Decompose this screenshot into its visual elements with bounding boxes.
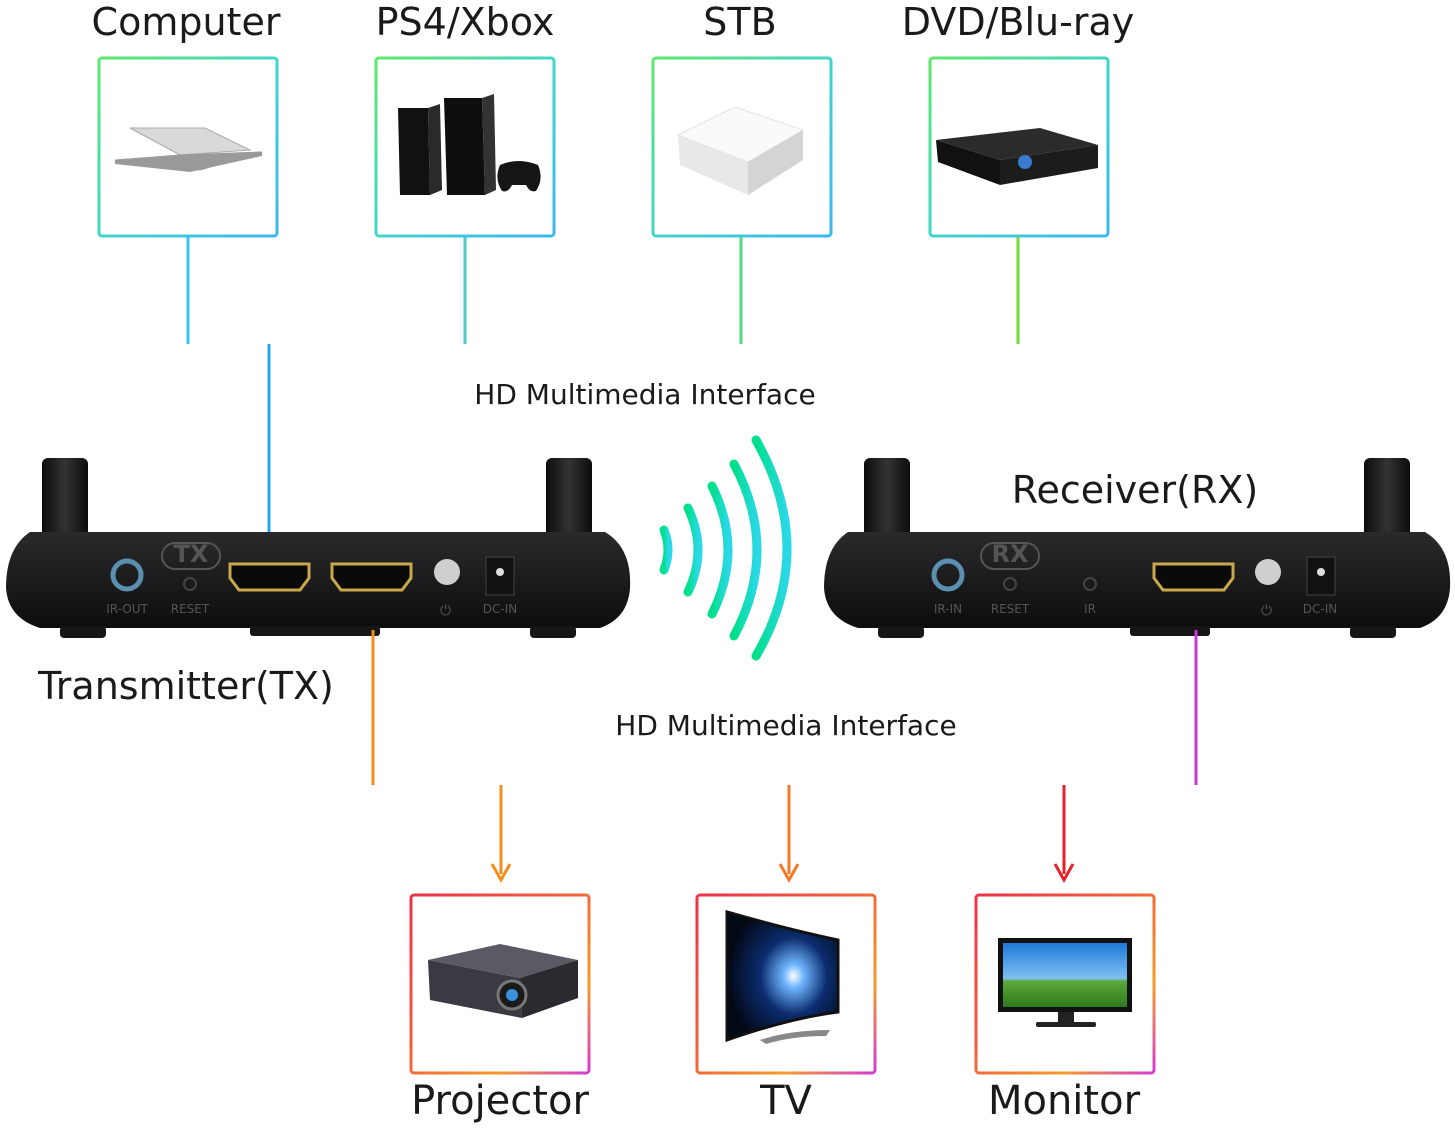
hdmi-port [228, 562, 311, 592]
svg-text:⏻: ⏻ [440, 603, 451, 619]
power-button [434, 559, 460, 585]
rx-port-label-ir: IR [1084, 602, 1096, 616]
transmitter-device: ⏻ [6, 458, 631, 638]
tx-port-label-ir-out: IR-OUT [106, 602, 148, 616]
reset-button-hole [183, 577, 197, 591]
source-box-computer [97, 56, 279, 238]
svg-text:⏻: ⏻ [1261, 603, 1272, 619]
reset-button-hole [1003, 577, 1017, 591]
source-box-console [374, 56, 556, 238]
transmitter-label: Transmitter(TX) [38, 664, 334, 708]
output-connector-lines [371, 630, 1198, 884]
laptop-icon [114, 127, 263, 172]
ir-sensor [1083, 577, 1097, 591]
ir-in-jack [931, 558, 965, 592]
interface-label-bottom: HD Multimedia Interface [615, 709, 957, 742]
source-label-stb: STB [703, 0, 777, 44]
power-button [1255, 559, 1281, 585]
receiver-device: ⏻ [824, 458, 1451, 638]
receiver-label: Receiver(RX) [1011, 468, 1259, 512]
source-box-stb [651, 56, 833, 238]
output-box-monitor [974, 893, 1156, 1075]
rx-port-label-reset: RESET [990, 602, 1030, 616]
output-box-tv [695, 893, 877, 1075]
output-box-projector [409, 893, 591, 1075]
dvd-player-icon [936, 128, 1098, 185]
output-label-projector: Projector [411, 1078, 589, 1124]
source-label-dvd: DVD/Blu-ray [901, 0, 1135, 44]
tx-port-label-dc-in: DC-IN [482, 602, 518, 616]
ir-out-jack [110, 558, 144, 592]
rx-port-label-ir-in: IR-IN [933, 602, 963, 616]
interface-label-top: HD Multimedia Interface [474, 378, 816, 411]
tx-port-label-reset: RESET [170, 602, 210, 616]
source-label-computer: Computer [91, 0, 281, 44]
game-console-icon [398, 94, 541, 195]
hdmi-port [1152, 562, 1235, 592]
output-label-tv: TV [760, 1078, 812, 1124]
set-top-box-icon [676, 106, 805, 195]
curved-tv-icon [725, 910, 840, 1044]
rx-badge: RX [991, 540, 1029, 568]
hdmi-port [330, 562, 413, 592]
output-label-monitor: Monitor [987, 1078, 1141, 1124]
wireless-signal-icon [659, 435, 792, 661]
rx-port-label-dc-in: DC-IN [1302, 602, 1338, 616]
source-box-dvd [928, 56, 1110, 238]
source-label-console: PS4/Xbox [375, 0, 555, 44]
tx-badge: TX [173, 540, 209, 568]
projector-icon [428, 944, 578, 1018]
monitor-icon [998, 938, 1132, 1027]
